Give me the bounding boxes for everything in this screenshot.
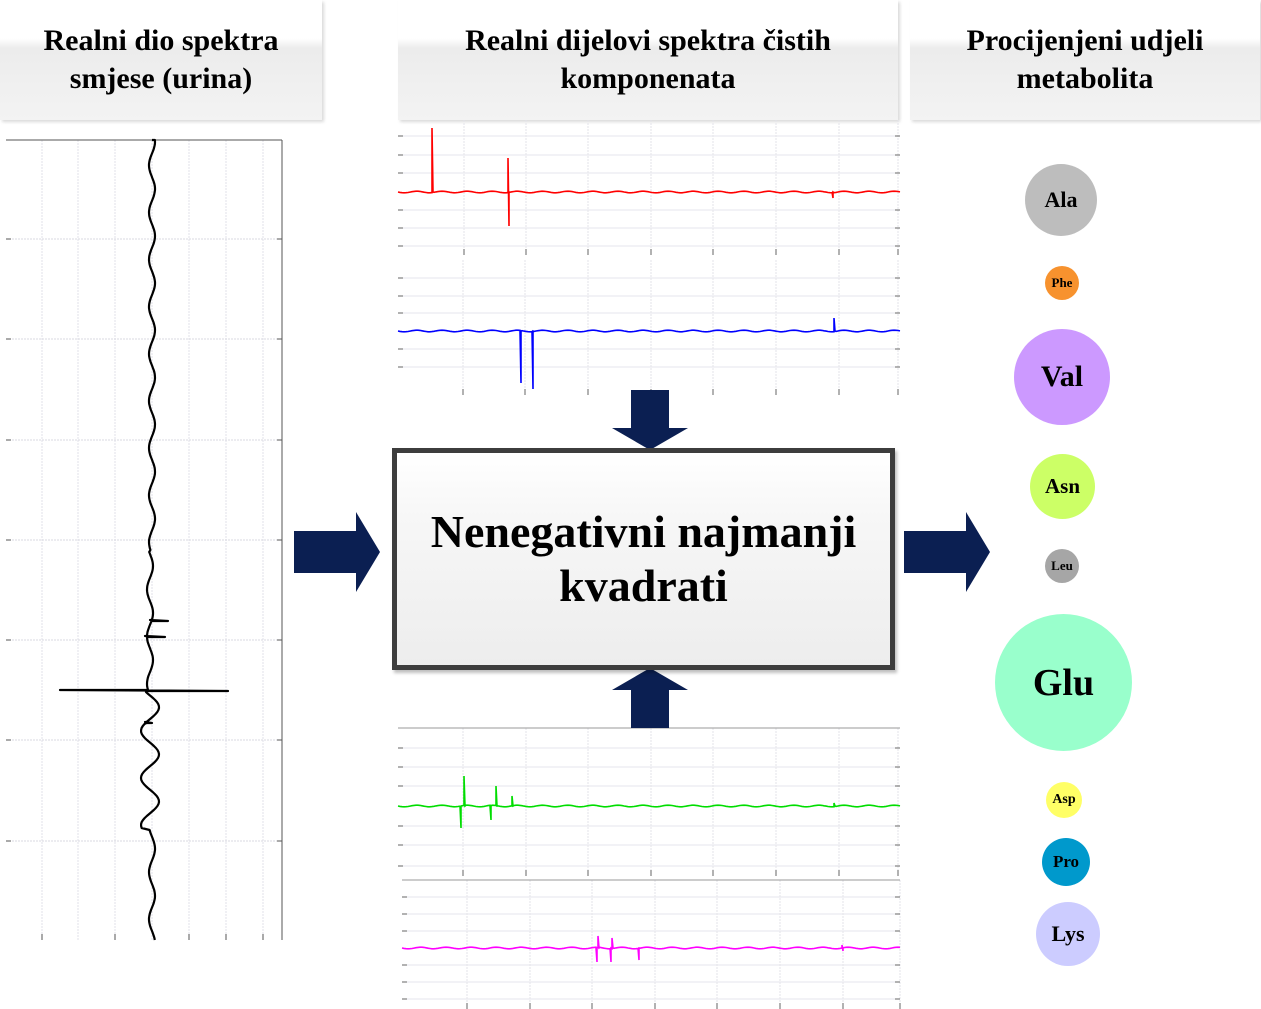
pure-components-header: Realni dijelovi spektra čistih komponena… xyxy=(398,0,898,120)
metabolite-label: Phe xyxy=(1051,275,1073,290)
mixture-spectrum-line xyxy=(58,138,230,941)
metabolite-label: Glu xyxy=(1032,661,1095,704)
component-spectrum-plot xyxy=(397,120,901,255)
estimated-metabolites-header: Procijenjeni udjeli metabolita xyxy=(910,0,1260,120)
metabolite-label: Pro xyxy=(1052,852,1080,871)
metabolite-label: Asn xyxy=(1044,474,1081,498)
metabolite-bubble-leu: Leu xyxy=(1045,549,1079,583)
process-title-line: kvadrati xyxy=(559,560,728,611)
nnls-process-box: Nenegativni najmanji kvadrati xyxy=(392,448,895,670)
component-spectrum-plot xyxy=(401,879,901,1009)
metabolite-bubble-asp: Asp xyxy=(1046,782,1082,818)
arrow-shape xyxy=(612,390,688,450)
metabolite-label: Leu xyxy=(1051,558,1073,573)
component-2-spectrum-line xyxy=(397,317,901,390)
arrow-shape xyxy=(904,512,990,592)
arrow-shape xyxy=(294,512,380,592)
arrow-down-icon xyxy=(612,390,688,450)
metabolite-bubble-pro: Pro xyxy=(1042,838,1090,886)
header-line: komponenata xyxy=(560,62,736,95)
component-spectrum-plot xyxy=(397,727,901,876)
metabolite-bubble-phe: Phe xyxy=(1045,266,1079,300)
component-3-spectrum-line xyxy=(397,775,901,829)
header-line: smjese (urina) xyxy=(69,62,253,95)
metabolite-bubble-val: Val xyxy=(1014,329,1110,425)
metabolite-bubble-glu: Glu xyxy=(995,614,1132,751)
process-title-line: Nenegativni najmanji xyxy=(430,506,857,557)
metabolite-bubble-lys: Lys xyxy=(1036,902,1100,966)
metabolite-label: Asp xyxy=(1052,792,1076,807)
metabolite-label: Ala xyxy=(1044,187,1078,212)
header-line: Realni dijelovi spektra čistih xyxy=(465,24,831,57)
header-line: metabolita xyxy=(1016,62,1154,95)
component-1-spectrum-line xyxy=(397,127,901,227)
mixture-spectrum-header: Realni dio spektra smjese (urina) xyxy=(0,0,322,120)
metabolite-label: Val xyxy=(1040,360,1084,393)
mixture-spectrum-plot xyxy=(6,138,283,941)
arrow-right-icon xyxy=(904,512,990,592)
arrow-right-icon xyxy=(294,512,380,592)
arrow-shape xyxy=(612,668,688,728)
component-4-spectrum-line xyxy=(401,935,901,963)
component-spectrum-plot xyxy=(397,260,901,395)
metabolite-bubble-asn: Asn xyxy=(1030,454,1095,519)
header-line: Realni dio spektra xyxy=(43,24,279,57)
arrow-up-icon xyxy=(612,668,688,728)
header-line: Procijenjeni udjeli xyxy=(966,24,1204,57)
metabolite-label: Lys xyxy=(1051,921,1085,946)
metabolite-bubble-ala: Ala xyxy=(1025,164,1097,236)
